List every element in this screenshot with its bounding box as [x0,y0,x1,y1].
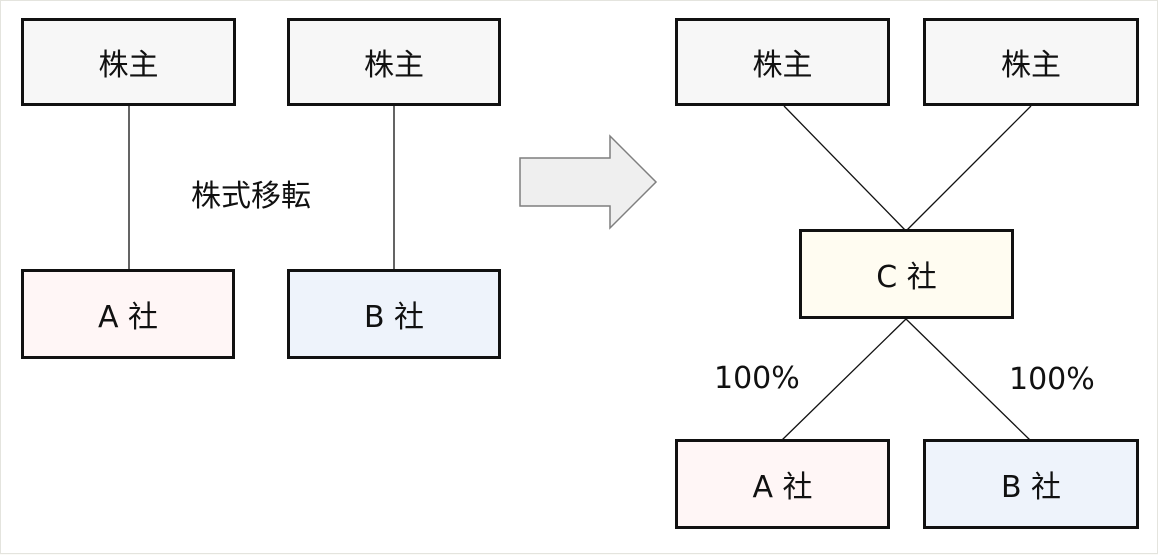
after-shareholder-right-label: 株主 [1001,48,1061,83]
before-shareholder-right-label: 株主 [364,48,424,83]
after-company-a-box: A 社 [675,439,890,529]
after-shareholder-left-box: 株主 [675,18,890,106]
before-company-a-box: A 社 [21,269,235,359]
after-company-b-box: B 社 [923,439,1139,529]
after-shareholder-right-box: 株主 [923,18,1139,106]
before-company-a-label: A 社 [97,300,159,335]
after-shareholder-left-label: 株主 [752,48,813,83]
before-shareholder-left-box: 株主 [21,18,236,106]
before-shareholder-left-label: 株主 [98,48,159,83]
connector-after-shareholder-left [783,105,907,232]
connector-after-company-a [780,318,907,442]
after-company-b-label: B 社 [1000,470,1062,505]
holding-company-box: C 社 [799,229,1014,319]
holding-company-label: C 社 [876,260,937,295]
before-company-b-label: B 社 [363,300,425,335]
transaction-label: 株式移転 [191,179,311,214]
before-shareholder-right-box: 株主 [287,18,501,106]
right-arrow-icon [519,134,658,230]
before-company-b-box: B 社 [287,269,501,359]
connector-after-company-b [905,318,1032,442]
connector-after-shareholder-right [905,105,1032,232]
ownership-b-label: 100% [1009,362,1095,397]
ownership-a-label: 100% [714,361,800,396]
after-company-a-label: A 社 [752,470,813,505]
